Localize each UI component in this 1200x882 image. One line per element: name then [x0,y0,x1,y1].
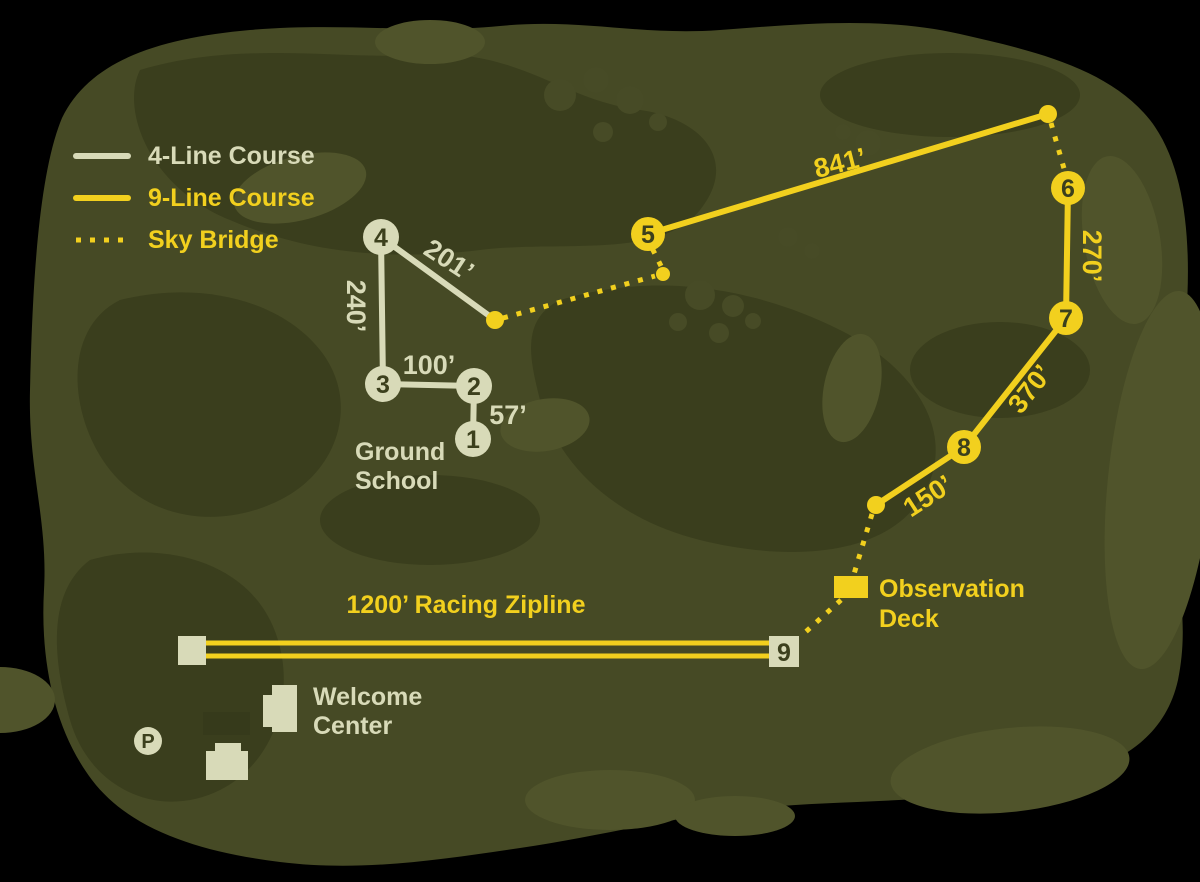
terrain-light-patch [0,667,55,733]
station-3-number: 3 [376,371,390,399]
station-3: 3 [365,366,401,402]
station-9: 9 [769,636,799,667]
terrain-light-patch [500,398,590,452]
station-2: 2 [456,368,492,404]
segment-6-7 [1063,185,1071,321]
zipline-start-platform [178,636,206,665]
station-6-number: 6 [1061,175,1075,203]
distance-100: 100’ [403,350,456,380]
welcome-center-building [263,685,297,732]
terrain-light-patch [375,20,485,64]
observation-deck-label-line1: Observation [879,575,1025,603]
terrain-light-patch [675,796,795,836]
station-6: 6 [1051,171,1085,205]
legend-label-9-line: 9-Line Course [148,184,315,212]
terrain-light-patch [233,152,367,224]
station-7: 7 [1049,301,1083,335]
station-5-number: 5 [641,221,655,249]
anchor-dot [486,311,504,329]
terrain-light-patch [525,770,695,830]
sky-bridge-deck-to-9 [798,598,843,639]
access-road [203,712,250,735]
segment-5-top [645,111,1051,237]
parking-label: P [141,731,154,753]
terrain-light-patch [1081,156,1163,324]
terrain-dark-patch [320,475,540,565]
anchor-dot [1039,105,1057,123]
station-7-number: 7 [1059,305,1073,333]
terrain-dark-patch [56,552,284,802]
terrain-dark-patch [77,292,341,517]
observation-deck-platform [834,576,868,598]
station-4: 4 [363,219,399,255]
sky-bridges [502,122,1068,639]
ground-school-label-line1: Ground [355,438,445,466]
terrain-light-patch [822,333,882,443]
segment-4-3 [378,234,386,387]
station-5: 5 [631,217,665,251]
welcome-center-label-line2: Center [313,712,392,740]
legend-label-sky-bridge: Sky Bridge [148,226,279,254]
racing-zipline: 1200’ Racing Zipline [178,591,769,665]
station-2-number: 2 [467,373,481,401]
station-9-number: 9 [777,639,791,667]
welcome-center-label-line1: Welcome [313,683,422,711]
terrain-light-patch [1104,290,1200,670]
distance-240: 240’ [341,280,371,333]
nine-line-course [645,111,1071,508]
station-4-number: 4 [374,224,388,252]
outbuilding [206,743,248,780]
station-1: 1 [455,421,491,457]
terrain-dark-patch [820,53,1080,137]
terrain-light-patch [890,726,1130,814]
stations: 1 2 3 4 5 6 7 8 [363,171,1085,667]
facilities: Observation Deck Welcome Center P Ground… [134,438,1025,780]
segment-8-bridge [873,444,967,508]
observation-deck-label-line2: Deck [879,605,939,633]
station-8: 8 [947,430,981,464]
parking-icon [134,727,162,755]
distance-270: 270’ [1077,230,1107,283]
station-8-number: 8 [957,434,971,462]
sky-bridge-to-6 [1048,122,1068,173]
bridge-anchors [486,105,1057,514]
terrain-dark-patch [531,285,936,552]
anchor-dot [867,496,885,514]
ground-school-label-line2: School [355,467,438,495]
zipline-label: 1200’ Racing Zipline [347,591,586,619]
sky-bridge-to-5 [649,246,664,268]
anchor-dot [656,267,670,281]
sky-bridge-to-deck [851,513,875,575]
segment-7-8 [961,315,1069,450]
segment-4-bridge [378,234,498,323]
station-1-number: 1 [466,426,480,454]
distance-57: 57’ [489,400,527,430]
terrain-pebbles [544,67,907,343]
legend: 4-Line Course 9-Line Course Sky Bridge [73,142,315,254]
legend-label-4-line: 4-Line Course [148,142,315,170]
